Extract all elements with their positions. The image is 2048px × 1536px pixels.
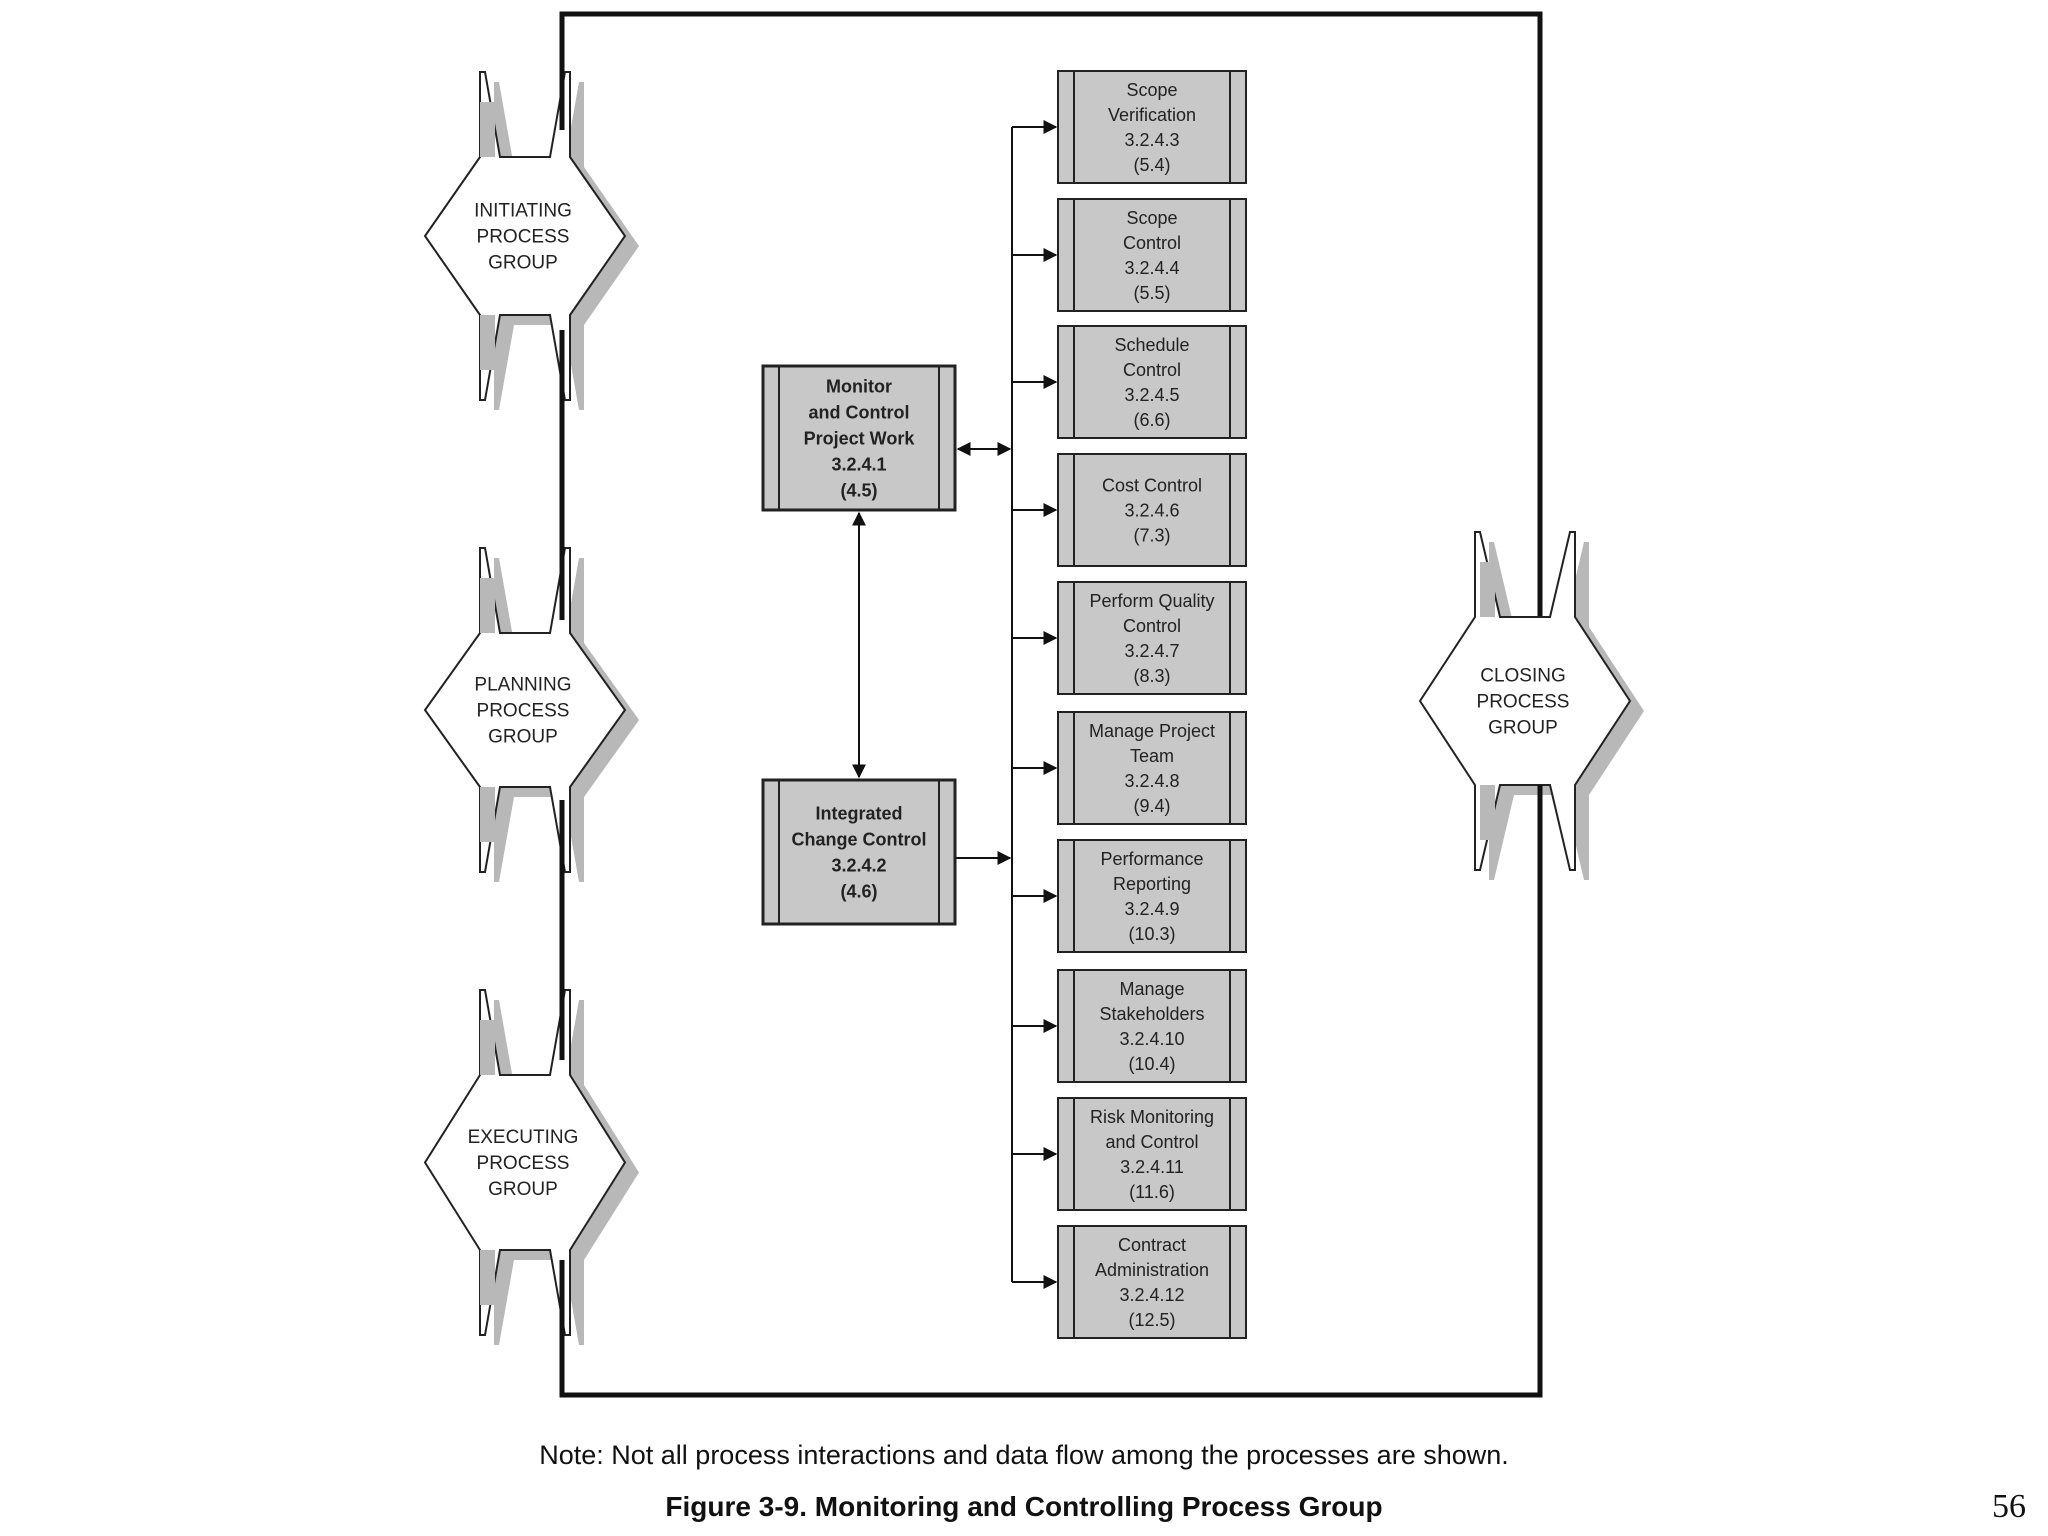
- process-box-body: [1057, 1225, 1247, 1339]
- stem-accent: [480, 787, 495, 842]
- process-group-arrow: [423, 989, 627, 1336]
- process-group-arrow: [423, 547, 627, 873]
- page-number: 56: [1992, 1488, 2026, 1525]
- process-box-body: [1057, 839, 1247, 953]
- process-box-body: [1057, 581, 1247, 695]
- connector-lines: [559, 14, 1543, 1395]
- process-box-body: [761, 364, 957, 512]
- process-box-body: [1057, 1097, 1247, 1211]
- process-box-body: [1057, 969, 1247, 1083]
- process-box-body: [1057, 198, 1247, 312]
- figure-caption: Figure 3-9. Monitoring and Controlling P…: [665, 1491, 1383, 1522]
- stem-accent: [480, 1020, 495, 1075]
- stem-accent: [480, 578, 495, 633]
- stem-accent: [480, 102, 495, 157]
- stem-accent: [480, 1250, 495, 1305]
- outer-frame: [559, 11, 1543, 1398]
- stem-accent: [1480, 785, 1495, 840]
- process-box-body: [1057, 325, 1247, 439]
- process-group-arrow: [423, 71, 627, 401]
- diagram-note: Note: Not all process interactions and d…: [539, 1440, 1509, 1470]
- process-group-arrow: [1418, 531, 1632, 871]
- process-box-body: [1057, 711, 1247, 825]
- process-box-body: [1057, 453, 1247, 567]
- process-box-body: [761, 778, 957, 926]
- stem-accent: [480, 315, 495, 370]
- process-box-body: [1057, 70, 1247, 184]
- stem-accent: [1480, 562, 1495, 617]
